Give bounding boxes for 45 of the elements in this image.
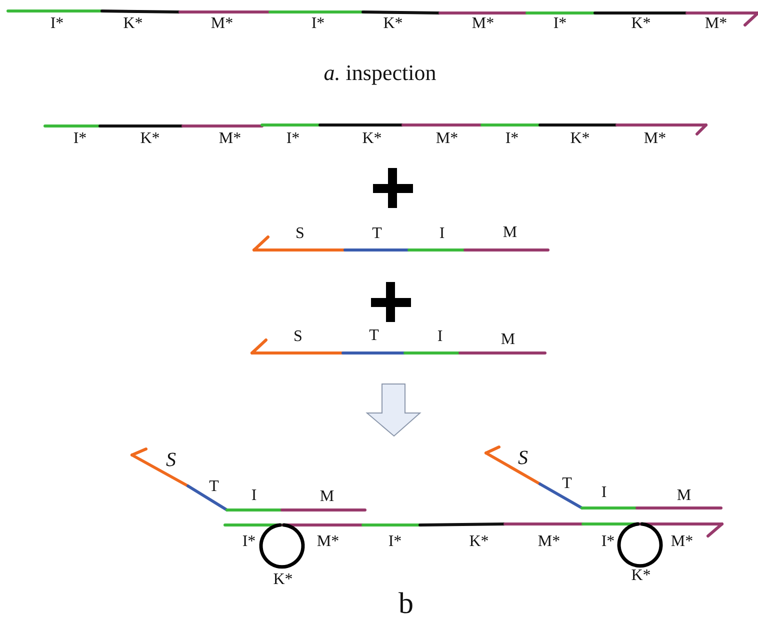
domain-label: I	[251, 488, 257, 504]
domain-label: b	[398, 589, 414, 619]
domain-label: M	[502, 225, 518, 241]
domain-label: I*	[505, 131, 519, 147]
domain-label: I	[439, 226, 445, 242]
domain-label: K*	[631, 16, 651, 32]
domain-label: M*	[218, 131, 242, 147]
domain-label: I	[601, 485, 607, 501]
domain-label: I*	[73, 131, 87, 147]
domain-label: S	[518, 448, 528, 468]
domain-label: K*	[362, 131, 382, 147]
domain-label: a. inspection	[324, 62, 436, 84]
domain-label: I*	[50, 16, 64, 32]
domain-label: M*	[704, 16, 728, 32]
domain-label: S	[166, 450, 176, 470]
domain-label: M*	[538, 534, 560, 550]
domain-label: K*	[469, 534, 489, 550]
domain-label: M*	[472, 16, 494, 32]
domain-label: M	[320, 489, 334, 505]
domain-label: M	[676, 488, 692, 504]
domain-label: T	[209, 479, 219, 495]
domain-label: T	[562, 476, 572, 492]
domain-label: T	[369, 328, 379, 344]
domain-label: K*	[123, 16, 143, 32]
domain-label: I*	[388, 534, 402, 550]
domain-label: I	[437, 329, 443, 345]
domain-label: I*	[601, 534, 615, 550]
domain-label: M*	[436, 131, 458, 147]
domain-label: M	[500, 332, 516, 348]
domain-label: I*	[553, 16, 567, 32]
domain-label: K*	[140, 131, 160, 147]
domain-label: M*	[670, 534, 694, 550]
domain-label: S	[294, 329, 302, 345]
domain-label: S	[296, 226, 304, 242]
domain-label: M*	[316, 534, 340, 550]
domain-label: K*	[383, 16, 403, 32]
domain-label: I*	[242, 534, 256, 550]
domain-label: M*	[210, 16, 234, 32]
domain-label: K*	[273, 572, 293, 588]
domain-label: K*	[631, 568, 651, 584]
domain-label: K*	[570, 131, 590, 147]
domain-label: I*	[311, 16, 325, 32]
domain-label: I*	[286, 131, 300, 147]
domain-label: T	[372, 226, 382, 242]
domain-label: M*	[644, 131, 666, 147]
